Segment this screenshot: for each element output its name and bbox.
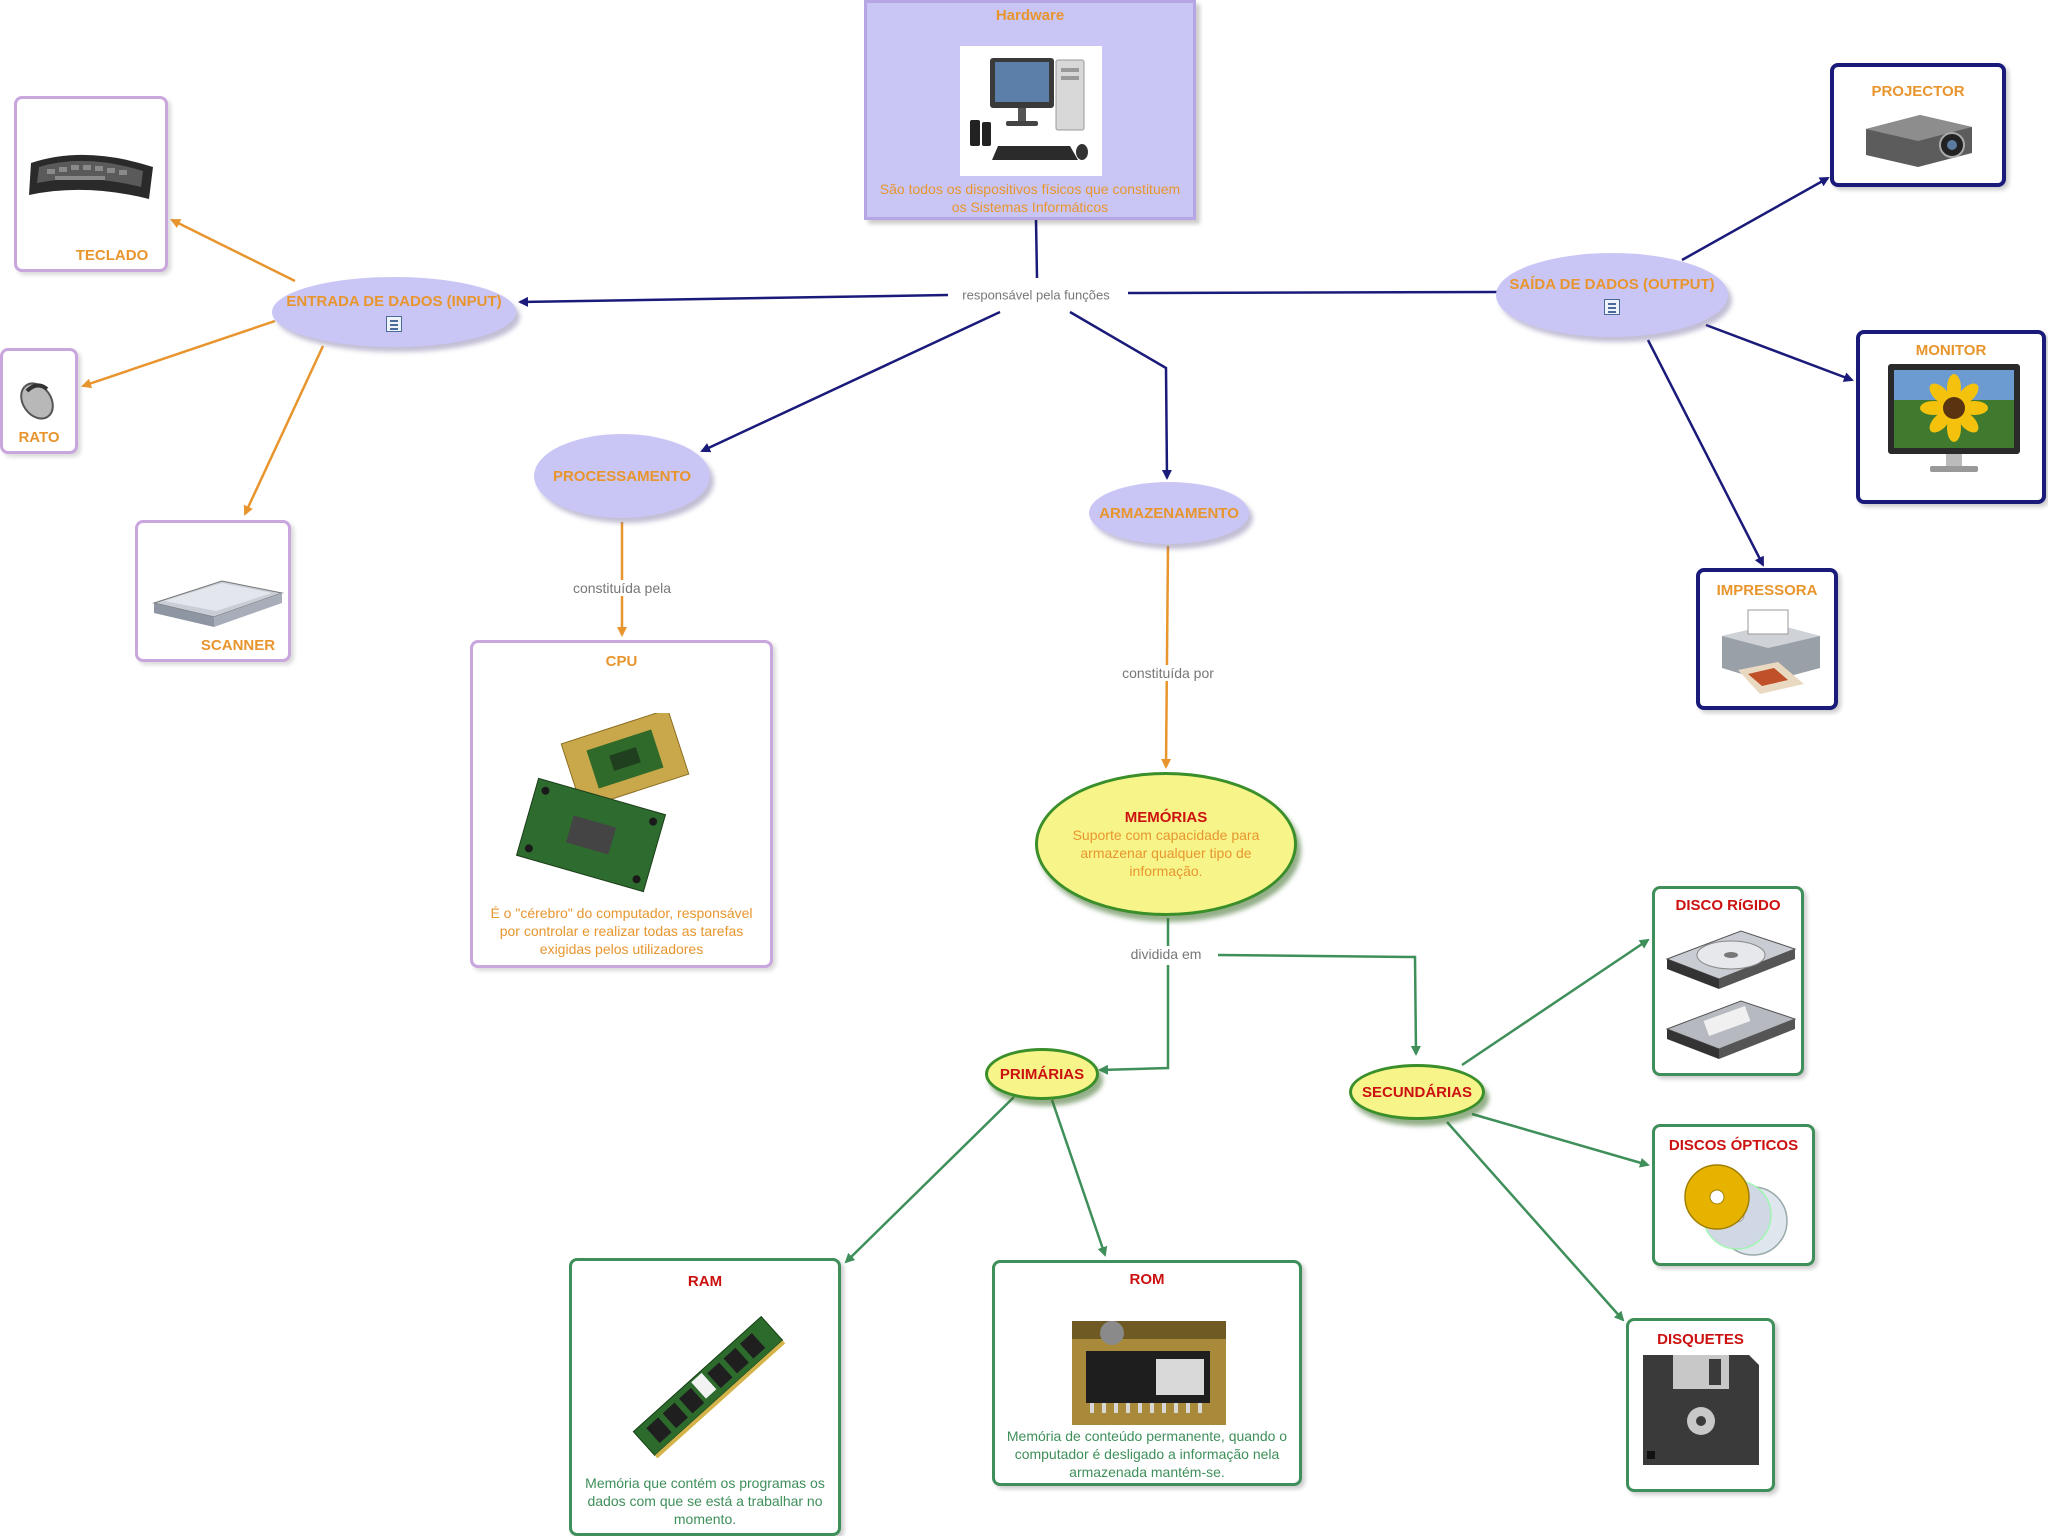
entrada-dados-node[interactable]: ENTRADA DE DADOS (INPUT)	[272, 277, 516, 347]
disquetes-label: DISQUETES	[1657, 1331, 1744, 1348]
armazenamento-node[interactable]: ARMAZENAMENTO	[1089, 482, 1249, 544]
disco-rigido-label: DISCO RíGIDO	[1675, 897, 1781, 914]
edge-primarias-rom	[1050, 1099, 1108, 1257]
monitor-node[interactable]: MONITOR	[1856, 330, 2046, 504]
desktop-computer-icon	[970, 58, 1088, 160]
discos-opticos-node[interactable]: DISCOS ÓPTICOS	[1652, 1124, 1815, 1266]
hardware-node[interactable]: Hardware São todos os dispositivos físic…	[864, 0, 1196, 220]
edge-entrada-scanner	[243, 345, 325, 516]
saida-dados-label: SAÍDA DE DADOS (OUTPUT)	[1509, 275, 1715, 293]
saida-dados-node[interactable]: SAÍDA DE DADOS (OUTPUT)	[1496, 253, 1728, 337]
link-label-constituida-por: constituída por	[1118, 665, 1218, 681]
edge-link-armazenamento	[1069, 310, 1172, 480]
ram-module-icon	[632, 1315, 786, 1459]
keyboard-icon	[29, 154, 153, 199]
rom-node[interactable]: ROM Memória de conteúdo permanente, quan…	[992, 1260, 1302, 1486]
monitor-icon	[1888, 364, 2020, 472]
ram-node[interactable]: RAM Memória que contém os programas os d…	[569, 1258, 841, 1536]
monitor-label: MONITOR	[1915, 342, 1987, 359]
edge-secundarias-disco	[1461, 938, 1650, 1067]
edge-entrada-rato	[81, 319, 276, 389]
secundarias-label: SECUNDÁRIAS	[1361, 1083, 1472, 1101]
teclado-label: TECLADO	[75, 247, 149, 264]
ram-description: Memória que contém os programas os dados…	[585, 1475, 825, 1527]
rato-node[interactable]: RATO	[0, 348, 78, 454]
edge-armazenamento-memorias	[1161, 545, 1172, 769]
edge-saida-monitor	[1705, 323, 1854, 382]
edge-link-entrada	[518, 293, 949, 307]
floppy-disk-icon	[1643, 1355, 1759, 1465]
edge-link-processamento	[700, 310, 1001, 453]
edge-hardware-link	[1034, 219, 1039, 279]
rato-label: RATO	[18, 429, 60, 446]
impressora-node[interactable]: IMPRESSORA	[1696, 568, 1838, 710]
processamento-node[interactable]: PROCESSAMENTO	[534, 434, 710, 518]
processor-chip-icon	[515, 713, 690, 893]
edge-secundarias-opticos	[1471, 1112, 1650, 1168]
note-icon[interactable]	[386, 315, 402, 332]
edge-primarias-ram	[844, 1096, 1015, 1264]
impressora-label: IMPRESSORA	[1716, 582, 1818, 599]
scanner-label: SCANNER	[200, 637, 276, 654]
armazenamento-label: ARMAZENAMENTO	[1099, 504, 1239, 522]
scanner-node[interactable]: SCANNER	[135, 520, 291, 662]
memorias-description: Suporte com capacidade para armazenar qu…	[1072, 826, 1260, 879]
edge-saida-impressora	[1646, 339, 1765, 567]
rom-chip-icon	[1072, 1321, 1226, 1425]
hardware-title: Hardware	[995, 7, 1065, 24]
projector-icon	[1866, 115, 1972, 167]
edge-link-secundarias	[1217, 953, 1421, 1056]
rom-description: Memória de conteúdo permanente, quando o…	[1006, 1428, 1288, 1480]
memorias-node[interactable]: MEMÓRIAS Suporte com capacidade para arm…	[1035, 772, 1297, 916]
projector-label: PROJECTOR	[1871, 83, 1965, 100]
link-label-responsavel: responsável pela funções	[958, 287, 1114, 303]
ram-title: RAM	[687, 1273, 723, 1290]
cpu-node[interactable]: CPU É o "cérebro" do computador, respons…	[470, 640, 773, 968]
hardware-image	[960, 46, 1102, 176]
cpu-description: É o "cérebro" do computador, responsável…	[490, 905, 753, 957]
note-icon[interactable]	[1604, 298, 1620, 315]
edge-entrada-teclado	[170, 218, 296, 283]
link-label-constituida-pela: constituída pela	[568, 580, 676, 596]
optical-disc-icon	[1684, 1164, 1788, 1256]
primarias-label: PRIMÁRIAS	[999, 1065, 1085, 1083]
disco-rigido-node[interactable]: DISCO RíGIDO	[1652, 886, 1804, 1076]
scanner-icon	[152, 580, 284, 627]
printer-icon	[1722, 609, 1820, 694]
primarias-node[interactable]: PRIMÁRIAS	[985, 1048, 1099, 1100]
memorias-title: MEMÓRIAS	[1124, 808, 1208, 826]
hard-disk-icon	[1665, 930, 1797, 1059]
hardware-description: São todos os dispositivos físicos que co…	[879, 181, 1181, 215]
edge-secundarias-disquetes	[1446, 1121, 1625, 1322]
processamento-label: PROCESSAMENTO	[552, 467, 692, 485]
discos-opticos-label: DISCOS ÓPTICOS	[1668, 1137, 1799, 1154]
mouse-icon	[20, 382, 54, 420]
edge-link-primarias	[1098, 965, 1170, 1075]
edge-saida-projector	[1681, 176, 1830, 262]
link-label-dividida-em: dividida em	[1126, 946, 1206, 962]
projector-node[interactable]: PROJECTOR	[1830, 63, 2006, 187]
disquetes-node[interactable]: DISQUETES	[1626, 1318, 1775, 1492]
edge-link-saida	[1127, 290, 1499, 295]
secundarias-node[interactable]: SECUNDÁRIAS	[1349, 1064, 1485, 1120]
cpu-title: CPU	[605, 653, 638, 670]
rom-title: ROM	[1129, 1271, 1165, 1288]
teclado-node[interactable]: TECLADO	[14, 96, 168, 272]
entrada-dados-label: ENTRADA DE DADOS (INPUT)	[286, 292, 502, 310]
